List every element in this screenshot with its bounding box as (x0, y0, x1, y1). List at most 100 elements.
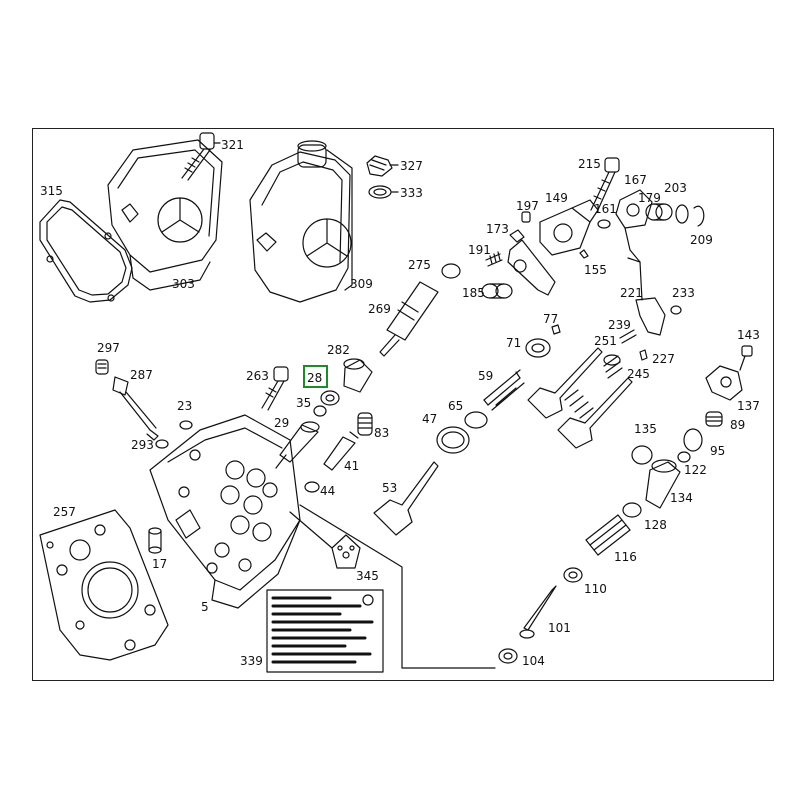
callout-275[interactable]: 275 (408, 258, 431, 272)
callout-203[interactable]: 203 (664, 181, 687, 195)
callout-29[interactable]: 29 (274, 416, 290, 430)
plug-17 (148, 527, 162, 554)
clip-209 (693, 205, 705, 227)
callout-59[interactable]: 59 (478, 369, 494, 383)
seat-110 (563, 567, 583, 583)
callout-293[interactable]: 293 (131, 438, 154, 452)
bolt-321 (181, 132, 215, 181)
callout-221[interactable]: 221 (620, 286, 643, 300)
callout-17[interactable]: 17 (152, 557, 168, 571)
sleeve-282 (343, 358, 373, 393)
callout-209[interactable]: 209 (690, 233, 713, 247)
callout-197[interactable]: 197 (516, 199, 539, 213)
callout-315[interactable]: 315 (40, 184, 63, 198)
plug-297 (95, 359, 109, 375)
diagram-frame (32, 128, 774, 681)
tube-41 (323, 431, 359, 471)
highlighted-callout-28[interactable]: 28 (303, 365, 328, 388)
rocker-arm-221 (635, 297, 666, 336)
callout-83[interactable]: 83 (374, 426, 390, 440)
callout-327[interactable]: 327 (400, 159, 423, 173)
data-plate-339 (266, 589, 384, 673)
callout-233[interactable]: 233 (672, 286, 695, 300)
callout-5[interactable]: 5 (201, 600, 209, 614)
callout-35[interactable]: 35 (296, 396, 312, 410)
callout-215[interactable]: 215 (578, 157, 601, 171)
pin-239 (619, 329, 637, 344)
callout-167[interactable]: 167 (624, 173, 647, 187)
callout-65[interactable]: 65 (448, 399, 464, 413)
highlight-label: 28 (307, 371, 323, 385)
callout-269[interactable]: 269 (368, 302, 391, 316)
callout-23[interactable]: 23 (177, 399, 193, 413)
rocker-137 (705, 365, 743, 401)
callout-257[interactable]: 257 (53, 505, 76, 519)
washer-203 (675, 204, 689, 224)
valve-101 (519, 585, 557, 639)
ring-122 (677, 451, 691, 463)
callout-44[interactable]: 44 (320, 484, 336, 498)
callout-137[interactable]: 137 (737, 399, 760, 413)
callout-297[interactable]: 297 (97, 341, 120, 355)
callout-282[interactable]: 282 (327, 343, 350, 357)
callout-135[interactable]: 135 (634, 422, 657, 436)
callout-263[interactable]: 263 (246, 369, 269, 383)
callout-128[interactable]: 128 (644, 518, 667, 532)
callout-227[interactable]: 227 (652, 352, 675, 366)
bolt-143 (739, 345, 753, 371)
valve-cover-gasket-315 (39, 199, 133, 303)
callout-185[interactable]: 185 (462, 286, 485, 300)
callout-110[interactable]: 110 (584, 582, 607, 596)
seal-ring-47 (436, 426, 470, 454)
callout-173[interactable]: 173 (486, 222, 509, 236)
callout-161[interactable]: 161 (594, 202, 617, 216)
seat-ring-104 (498, 648, 518, 664)
bolt-263 (261, 366, 289, 411)
pin-227 (639, 349, 648, 361)
callout-345[interactable]: 345 (356, 569, 379, 583)
callout-333[interactable]: 333 (400, 186, 423, 200)
callout-116[interactable]: 116 (614, 550, 637, 564)
callout-134[interactable]: 134 (670, 491, 693, 505)
ring-233 (670, 305, 682, 315)
callout-41[interactable]: 41 (344, 459, 360, 473)
spring-251 (603, 354, 623, 379)
callout-251[interactable]: 251 (594, 334, 617, 348)
callout-104[interactable]: 104 (522, 654, 545, 668)
bushing-185 (481, 283, 513, 299)
pushrod-29 (275, 421, 320, 469)
callout-303[interactable]: 303 (172, 277, 195, 291)
callout-191[interactable]: 191 (468, 243, 491, 257)
injector-269 (379, 281, 439, 357)
callout-245[interactable]: 245 (627, 367, 650, 381)
leader-bracket-327-333 (326, 149, 353, 291)
bushing-179 (645, 203, 673, 221)
callout-47[interactable]: 47 (422, 412, 438, 426)
callout-89[interactable]: 89 (730, 418, 746, 432)
leader-line-104 (299, 504, 496, 669)
callout-53[interactable]: 53 (382, 481, 398, 495)
callout-155[interactable]: 155 (584, 263, 607, 277)
oil-cap-327 (366, 155, 393, 177)
callout-239[interactable]: 239 (608, 318, 631, 332)
callout-287[interactable]: 287 (130, 368, 153, 382)
callout-339[interactable]: 339 (240, 654, 263, 668)
ring-95 (683, 428, 703, 452)
callout-143[interactable]: 143 (737, 328, 760, 342)
callout-321[interactable]: 321 (221, 138, 244, 152)
callout-95[interactable]: 95 (710, 444, 726, 458)
leader-327-333 (389, 164, 399, 193)
callout-179[interactable]: 179 (638, 191, 661, 205)
valve-cover-309 (249, 140, 352, 303)
callout-122[interactable]: 122 (684, 463, 707, 477)
callout-149[interactable]: 149 (545, 191, 568, 205)
screw-155 (579, 249, 589, 259)
callout-309[interactable]: 309 (350, 277, 373, 291)
callout-77[interactable]: 77 (543, 312, 559, 326)
spring-116 (585, 514, 631, 556)
callout-101[interactable]: 101 (548, 621, 571, 635)
washer-128 (622, 502, 642, 518)
screw-191 (485, 251, 503, 267)
valve-pair-245 (527, 347, 633, 449)
callout-71[interactable]: 71 (506, 336, 522, 350)
